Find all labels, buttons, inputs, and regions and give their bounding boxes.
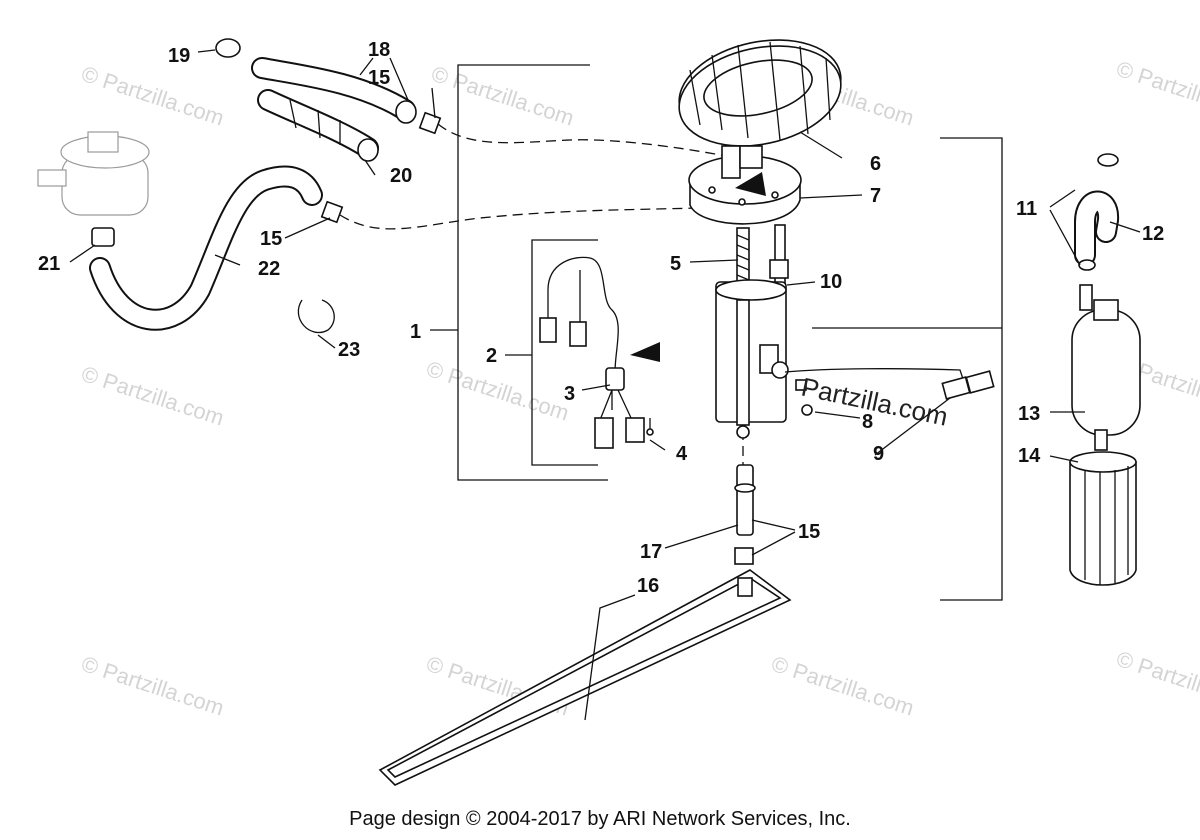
callout-12: 12 (1142, 223, 1164, 245)
watermark: © Partzilla.com (768, 651, 917, 721)
callout-17: 17 (640, 541, 662, 563)
alignment-line (339, 207, 701, 230)
callout-23: 23 (338, 339, 360, 361)
bracket-frames (430, 64, 1003, 601)
watermark: © Partzilla.com (423, 356, 572, 426)
hose-18 (251, 57, 417, 124)
callout-5: 5 (670, 253, 681, 275)
callout-15: 15 (368, 67, 390, 89)
hose-20 (257, 89, 379, 162)
assembly-2-bracket (531, 239, 598, 466)
arrow-marker (735, 172, 766, 196)
fuel-pump-exploded-diagram: © Partzilla.com © Partzilla.com © Partzi… (37, 38, 1200, 786)
callout-14: 14 (1018, 445, 1041, 467)
callout-20: 20 (390, 165, 412, 187)
watermark: © Partzilla.com (78, 361, 227, 431)
hose-clamp (215, 38, 241, 58)
assembly-1-bracket (457, 64, 608, 481)
callout-labels: 19 18 15 20 15 21 22 23 1 2 3 4 5 6 7 10… (38, 39, 1164, 597)
pump-flange (688, 145, 802, 225)
callout-16: 16 (637, 575, 659, 597)
wire-harness (539, 256, 660, 449)
watermark-center: Partzilla.com (799, 372, 951, 432)
hose-22 (89, 165, 323, 331)
callout-13: 13 (1018, 403, 1040, 425)
screen-16 (378, 569, 792, 786)
callout-22: 22 (258, 258, 280, 280)
callout-15: 15 (798, 521, 820, 543)
fitting-nut (734, 547, 754, 565)
callout-9: 9 (873, 443, 884, 465)
fuel-pump-body (715, 224, 789, 439)
fitting-nut (418, 111, 442, 135)
callout-18: 18 (368, 39, 390, 61)
fitting-21 (91, 227, 115, 247)
arrow-marker (630, 342, 660, 362)
callout-8: 8 (862, 411, 873, 433)
callout-4: 4 (676, 443, 688, 465)
leader-lines (69, 49, 1141, 721)
copyright-footer: Page design © 2004-2017 by ARI Network S… (349, 808, 851, 830)
alignment-line (437, 123, 746, 161)
callout-15: 15 (260, 228, 282, 250)
callout-11: 11 (1016, 198, 1037, 220)
fuel-pump-13 (1071, 284, 1141, 451)
watermark: © Partzilla.com (428, 61, 577, 131)
watermark: © Partzilla.com (1113, 56, 1200, 126)
callout-7: 7 (870, 185, 881, 207)
watermark: © Partzilla.com (78, 61, 227, 131)
wire-lead (784, 368, 995, 416)
pump-kit-bracket (940, 137, 1003, 601)
clip-23 (297, 299, 335, 333)
watermark: © Partzilla.com (78, 651, 227, 721)
hose-12 (1074, 153, 1119, 271)
callout-1: 1 (410, 321, 421, 343)
callout-21: 21 (38, 253, 60, 275)
watermark-layer: © Partzilla.com © Partzilla.com © Partzi… (78, 56, 1200, 721)
callout-3: 3 (564, 383, 575, 405)
pickup-tube-17 (734, 464, 756, 536)
fitting-nut (320, 200, 344, 224)
pump-sleeve-14 (1069, 451, 1137, 586)
callout-2: 2 (486, 345, 497, 367)
callout-10: 10 (820, 271, 842, 293)
watermark: © Partzilla.com (1113, 646, 1200, 716)
callout-19: 19 (168, 45, 190, 67)
callout-6: 6 (870, 153, 881, 175)
lock-ring (678, 39, 842, 147)
filter-housing (37, 131, 150, 216)
